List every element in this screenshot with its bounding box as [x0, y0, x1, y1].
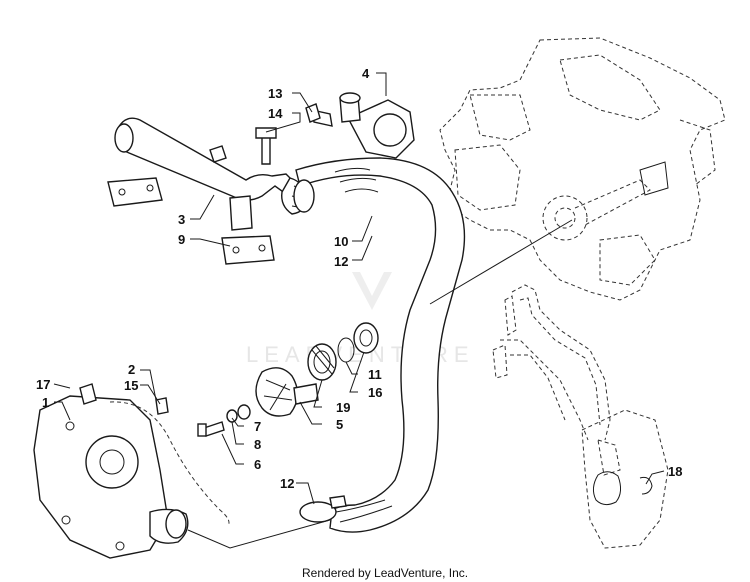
- callout-18: 18: [668, 464, 682, 479]
- reference-line: [429, 219, 573, 305]
- callout-13: 13: [268, 86, 282, 101]
- callout-12-upper: 12: [334, 254, 348, 269]
- callouts: 4 13 14 3 9 10 12 2 15 17 1 7 8 6 19 5 1…: [36, 66, 682, 491]
- callout-16: 16: [368, 385, 382, 400]
- leader-lines: [53, 72, 665, 505]
- hose-clamps: [293, 179, 347, 523]
- bearing-set: [337, 322, 379, 363]
- callout-15: 15: [124, 378, 138, 393]
- screw-washer-set: [197, 404, 251, 437]
- thermostat-housing: [305, 92, 415, 159]
- pump-hose-line: [187, 519, 331, 549]
- callout-5: 5: [336, 417, 343, 432]
- callout-9: 9: [178, 232, 185, 247]
- callout-1: 1: [42, 395, 49, 410]
- engine-block: [439, 37, 726, 301]
- callout-12-lower: 12: [280, 476, 294, 491]
- impeller: [255, 367, 319, 417]
- mechanical-seal: [307, 343, 337, 381]
- water-manifold: [107, 117, 309, 265]
- callout-4: 4: [362, 66, 370, 81]
- callout-8: 8: [254, 437, 261, 452]
- callout-19: 19: [336, 400, 350, 415]
- water-pump-housing: [33, 395, 230, 559]
- callout-2: 2: [128, 362, 135, 377]
- callout-7: 7: [254, 419, 261, 434]
- callout-14: 14: [268, 106, 283, 121]
- callout-3: 3: [178, 212, 185, 227]
- coolant-hose: [295, 157, 466, 533]
- callout-10: 10: [334, 234, 348, 249]
- callout-17: 17: [36, 377, 50, 392]
- callout-6: 6: [254, 457, 261, 472]
- coolant-pipes: [492, 284, 669, 549]
- footer-credit: Rendered by LeadVenture, Inc.: [302, 566, 468, 580]
- callout-11: 11: [368, 367, 382, 382]
